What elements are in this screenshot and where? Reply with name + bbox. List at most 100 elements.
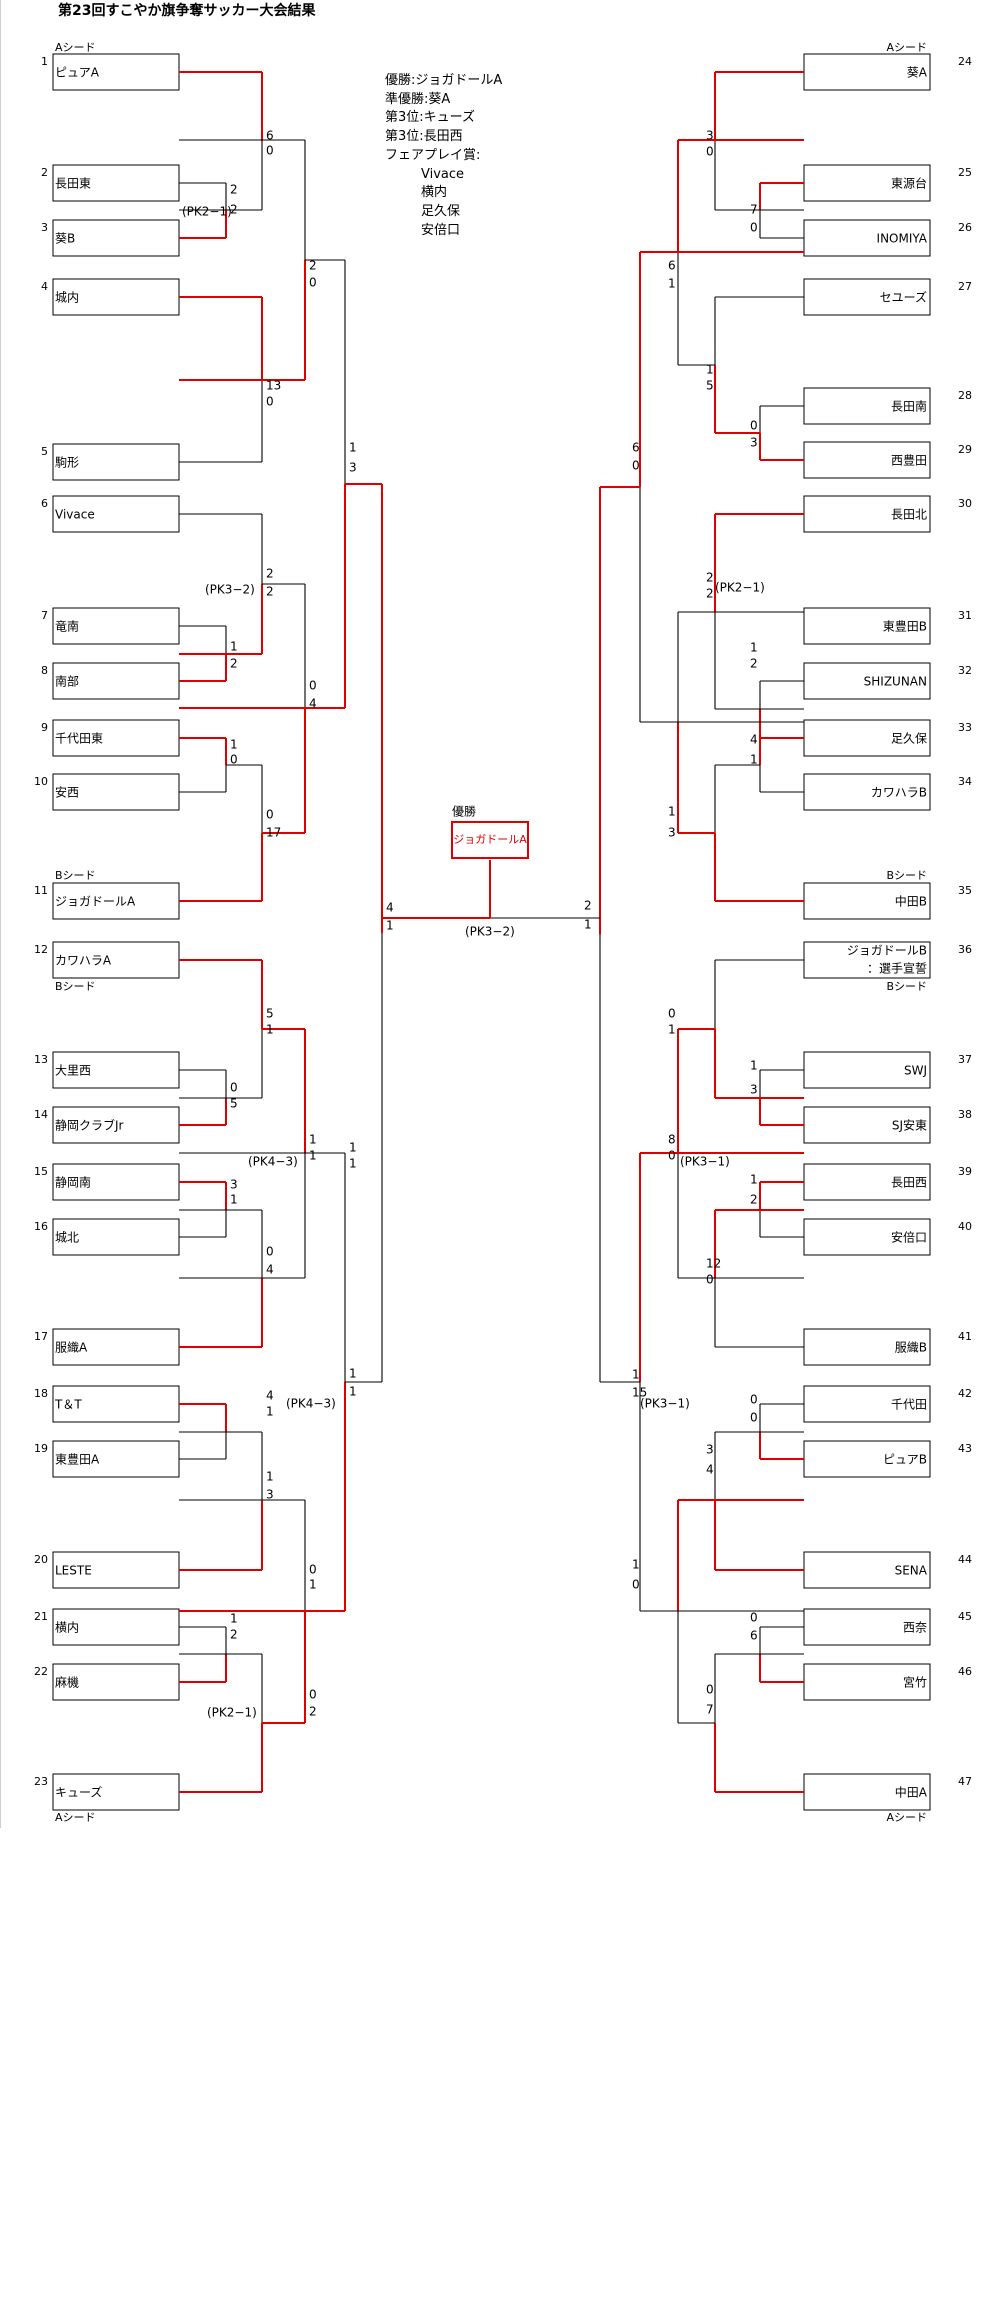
match-score: 6	[632, 441, 640, 455]
team-box	[52, 1328, 180, 1366]
match-score: 1	[632, 1368, 640, 1382]
match-score: 0	[230, 1081, 238, 1095]
team-box	[803, 1218, 931, 1256]
team-name: 服織A	[55, 1341, 88, 1355]
match-score: 1	[309, 1133, 317, 1147]
match-score: 0	[266, 808, 274, 822]
match-score: 3	[750, 436, 758, 450]
match-score: 13	[266, 379, 281, 393]
left-frame-line	[0, 0, 1, 1828]
team-number: 26	[958, 221, 972, 234]
match-score: 1	[309, 1149, 317, 1163]
seed-label: Aシード	[886, 1811, 927, 1824]
team-name: ピュアA	[55, 66, 100, 80]
match-score: 1	[750, 1173, 758, 1187]
pk-label: (PK3−1)	[680, 1155, 730, 1169]
match-score: 1	[668, 277, 676, 291]
match-score: 2	[706, 571, 714, 585]
team-name: LESTE	[55, 1564, 92, 1578]
team-name: セユーズ	[880, 290, 927, 305]
match-score: 1	[668, 805, 676, 819]
match-score: 1	[750, 1059, 758, 1073]
team-name: 宮竹	[903, 1675, 927, 1690]
page-title: 第23回すこやか旗争奪サッカー大会結果	[58, 3, 316, 19]
fairplay-team: 足久保	[421, 203, 461, 219]
team-name: 東豊田A	[55, 1453, 100, 1467]
team-name: カワハラB	[871, 786, 927, 800]
match-score: 0	[706, 1273, 714, 1287]
team-box	[52, 607, 180, 645]
match-score: 0	[266, 395, 274, 409]
match-score: 1	[706, 363, 714, 377]
team-number: 4	[41, 280, 48, 293]
champion-box	[451, 821, 529, 859]
match-score: 1	[349, 1157, 357, 1171]
match-score: 0	[266, 1245, 274, 1259]
match-score: 1	[668, 1023, 676, 1037]
team-number: 30	[958, 497, 972, 510]
team-box	[52, 164, 180, 202]
result-winner: 優勝:ジョガドールA	[385, 73, 503, 88]
match-score: 1	[266, 1470, 274, 1484]
team-box	[803, 1440, 931, 1478]
team-box	[803, 882, 931, 920]
team-number: 38	[958, 1108, 972, 1121]
fairplay-team: Vivace	[421, 166, 465, 182]
match-score: 2	[230, 657, 238, 671]
team-box	[803, 1663, 931, 1701]
team-number: 11	[34, 884, 48, 897]
seed-label: Aシード	[886, 41, 927, 54]
team-name: 安西	[55, 785, 79, 800]
team-name: 中田A	[895, 1785, 928, 1800]
team-name: 葵B	[55, 232, 75, 246]
team-number: 5	[41, 445, 48, 458]
team-box	[803, 1163, 931, 1201]
team-name: 長田西	[891, 1176, 927, 1190]
pk-label: (PK3−2)	[465, 925, 515, 939]
match-score: 6	[266, 129, 274, 143]
team-box	[803, 495, 931, 533]
team-number: 33	[958, 721, 972, 734]
team-name: 西豊田	[891, 454, 927, 468]
results-summary: 優勝:ジョガドールA 準優勝:葵A 第3位:キューズ 第3位:長田西 フェアプレ…	[385, 72, 502, 240]
match-score: 2	[230, 203, 238, 217]
team-box	[803, 1328, 931, 1366]
seed-label: Bシード	[55, 869, 96, 882]
pk-label: (PK2−1)	[207, 1706, 257, 1720]
match-score: 2	[750, 657, 758, 671]
match-score: 0	[750, 1411, 758, 1425]
team-number: 37	[958, 1053, 972, 1066]
team-number: 16	[34, 1220, 48, 1233]
team-number: 25	[958, 166, 972, 179]
match-score: 3	[230, 1178, 238, 1192]
team-number: 23	[34, 1775, 48, 1788]
team-number: 39	[958, 1165, 972, 1178]
match-score: 2	[266, 567, 274, 581]
team-box	[52, 719, 180, 757]
team-name: 竜南	[55, 619, 79, 634]
seed-label: Bシード	[886, 869, 927, 882]
match-score: 2	[309, 1705, 317, 1719]
match-score: 1	[309, 1578, 317, 1592]
match-score: 0	[309, 276, 317, 290]
fairplay-team: 横内	[421, 185, 448, 201]
team-name: SWJ	[904, 1064, 927, 1078]
team-name: T＆T	[54, 1398, 82, 1412]
team-number: 24	[958, 55, 972, 68]
match-score: 5	[706, 379, 714, 393]
team-box	[52, 882, 180, 920]
match-score: 15	[632, 1386, 647, 1400]
match-score: 3	[750, 1083, 758, 1097]
team-name: 静岡南	[55, 1175, 91, 1190]
team-number: 21	[34, 1610, 48, 1623]
team-name: SENA	[895, 1564, 928, 1578]
team-number: 3	[41, 221, 48, 234]
match-score: 1	[750, 641, 758, 655]
team-box	[803, 387, 931, 425]
match-score: 7	[706, 1703, 714, 1717]
team-name: ピュアB	[883, 1453, 927, 1467]
seed-label: Bシード	[55, 980, 96, 993]
match-score: 1	[349, 1385, 357, 1399]
team-name: SJ安東	[892, 1118, 927, 1133]
team-number: 29	[958, 443, 972, 456]
